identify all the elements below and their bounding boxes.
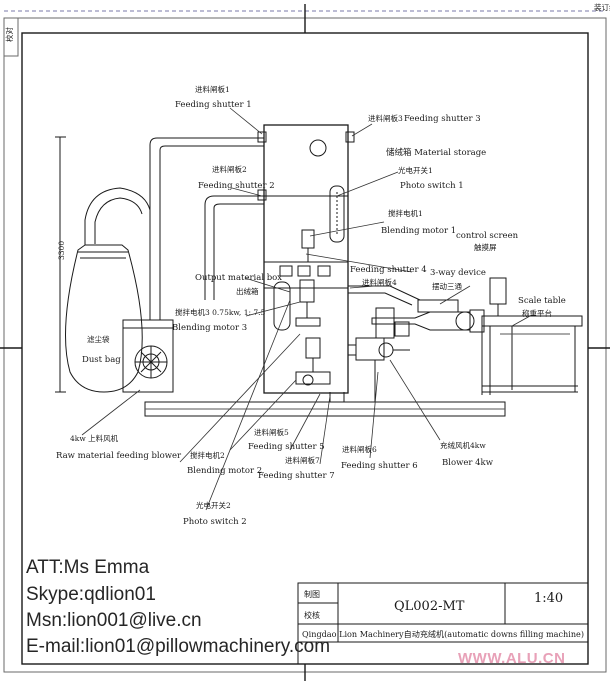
output-material-box (273, 281, 291, 331)
blower-4kw (355, 337, 385, 361)
blending-motor-1 (301, 229, 315, 249)
dust-bag (65, 244, 143, 393)
label-photo-switch-1-cn: 光电开关1 (398, 165, 433, 175)
blending-motor-2 (305, 337, 321, 359)
contact-email: E-mail:lion01@pillowmachinery.com (26, 636, 331, 657)
label-blending-motor-1: Blending motor 1 (381, 226, 456, 236)
top-port (309, 139, 327, 157)
label-control-screen: control screen (456, 231, 519, 241)
tb-title: Qingdao Lion Machinery自动充绒机(automatic do… (302, 629, 584, 639)
top-binding-mark: 装订线 (594, 2, 610, 12)
tb-drawn-cn: 制图 (304, 589, 320, 599)
label-photo-switch-2: Photo switch 2 (183, 517, 247, 527)
label-output-material-box-cn: 出绒箱 (236, 286, 259, 296)
three-way-device (371, 311, 471, 331)
label-material-storage: 储绒箱 Material storage (386, 147, 486, 158)
label-raw-blower-cn: 4kw 上料风机 (70, 433, 119, 443)
label-feeding-shutter-5-cn: 进料闸板5 (254, 427, 289, 437)
watermark: WWW.ALU.CN (458, 650, 566, 667)
label-scale-table-cn: 称重平台 (522, 308, 552, 318)
label-feeding-shutter-4-cn: 进料闸板4 (362, 277, 397, 287)
label-feeding-shutter-5: Feeding shutter 5 (248, 442, 325, 452)
label-photo-switch-2-cn: 光电开关2 (196, 500, 231, 510)
label-dust-bag: Dust bag (82, 355, 121, 365)
control-screen (489, 277, 507, 305)
label-raw-blower: Raw material feeding blower (56, 451, 182, 461)
contact-skype: Skype:qdlion01 (26, 584, 156, 605)
tb-scale: 1:40 (534, 591, 563, 606)
feed-pipe-outer (149, 137, 264, 320)
feed-pipe-inner (159, 145, 264, 320)
label-feeding-shutter-3: Feeding shutter 3 (404, 114, 481, 124)
label-feeding-shutter-4: Feeding shutter 4 (350, 265, 427, 275)
label-dimension-3300: 3300 (57, 241, 66, 260)
contact-msn: Msn:lion001@live.cn (26, 610, 202, 631)
label-feeding-shutter-6: Feeding shutter 6 (341, 461, 418, 471)
material-storage-tower (263, 124, 349, 394)
label-feeding-shutter-2: Feeding shutter 2 (198, 181, 275, 191)
tb-checked-cn: 校核 (304, 610, 320, 620)
label-photo-switch-1: Photo switch 1 (400, 181, 464, 191)
label-feeding-shutter-2-cn: 进料闸板2 (212, 164, 247, 174)
label-blower-4kw: Blower 4kw (442, 458, 494, 468)
label-feeding-shutter-7: Feeding shutter 7 (258, 471, 335, 481)
blending-motor-3 (299, 279, 315, 303)
label-feeding-shutter-1: Feeding shutter 1 (175, 100, 252, 110)
label-blending-motor-2: Blending motor 2 (187, 466, 262, 476)
side-mark: 校对 (4, 27, 14, 42)
label-feeding-shutter-7-cn: 进料闸板7 (285, 455, 320, 465)
label-three-way-device-cn: 摆动三通 (432, 281, 462, 291)
label-blending-motor-3: Blending motor 3 (172, 323, 247, 333)
scale-table (481, 315, 583, 327)
title-block (297, 582, 589, 665)
label-blending-motor-2-cn: 搅拌电机2 (190, 450, 225, 460)
label-blending-motor-3-spec: 搅拌电机3 0.75kw, 1: 7.5 (175, 307, 266, 317)
photo-switch-1 (329, 185, 345, 243)
label-scale-table: Scale table (518, 296, 566, 306)
label-blower-4kw-cn: 充绒风机4kw (440, 440, 486, 450)
label-output-material-box: Output material box (195, 273, 282, 283)
label-feeding-shutter-1-cn: 进料闸板1 (195, 84, 230, 94)
tb-drawing-no: QL002-MT (394, 599, 465, 614)
contact-att: ATT:Ms Emma (26, 557, 150, 578)
label-feeding-shutter-3-cn: 进料闸板3 (368, 113, 403, 123)
label-three-way-device: 3-way device (430, 268, 486, 278)
label-control-screen-cn: 触摸屏 (474, 242, 497, 252)
label-dust-bag-cn: 滤尘袋 (87, 334, 110, 344)
label-blending-motor-1-cn: 搅拌电机1 (388, 208, 423, 218)
label-feeding-shutter-6-cn: 进料闸板6 (342, 444, 377, 454)
